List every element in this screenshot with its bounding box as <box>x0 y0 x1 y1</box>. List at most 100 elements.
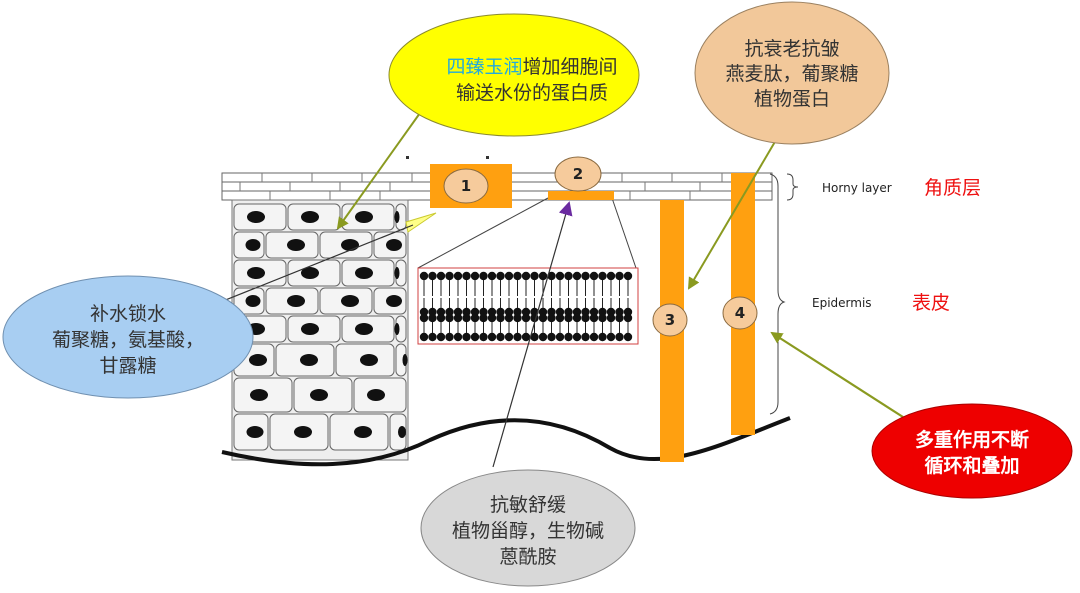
lipid-head <box>521 332 531 342</box>
lipid-head <box>564 307 573 317</box>
arrow-gray-to-marker-2 <box>492 201 573 468</box>
lipid-head <box>479 332 488 342</box>
lipid-head <box>513 313 522 323</box>
arrow-blue-to-marker-1 <box>405 212 437 233</box>
lipid-head <box>530 332 539 342</box>
tan-bubble-line1: 抗衰老抗皱 <box>744 38 839 60</box>
lipid-head <box>462 313 471 323</box>
lipid-head <box>564 313 573 323</box>
lipid-head <box>598 307 607 317</box>
lipid-head <box>445 271 454 281</box>
lipid-head <box>538 332 548 342</box>
cell-nucleus <box>247 267 265 279</box>
lipid-head <box>453 332 463 342</box>
lipid-head <box>615 307 624 317</box>
marker-1-label: 1 <box>461 177 471 195</box>
blue-bubble-line2: 葡聚糖，氨基酸， <box>52 329 204 351</box>
lipid-head <box>470 307 480 317</box>
lipid-head <box>428 313 437 323</box>
lipid-head <box>453 271 463 281</box>
dermis-boundary <box>221 416 791 467</box>
lipid-head <box>606 313 616 323</box>
arrow-red-to-marker-4 <box>770 331 904 418</box>
lipid-head <box>581 307 590 317</box>
lipid-head <box>470 313 480 323</box>
lipid-head <box>513 271 522 281</box>
lipid-head <box>496 313 505 323</box>
lipid-head <box>487 332 497 342</box>
cell-nucleus <box>386 239 402 251</box>
cell-nucleus <box>341 239 359 251</box>
yellow-bubble-line1: 增加细胞间 <box>523 56 618 78</box>
bubble-red: 多重作用不断 循环和叠加 <box>871 403 1073 499</box>
lipid-head <box>538 307 548 317</box>
cell-nucleus <box>301 267 319 279</box>
lipid-head <box>521 307 531 317</box>
lipid-head <box>623 332 633 342</box>
lipid-head <box>496 332 505 342</box>
cell-nucleus <box>354 426 372 438</box>
gray-bubble-line2: 植物甾醇，生物碱 <box>452 520 604 542</box>
lipid-head <box>547 271 556 281</box>
cell-nucleus <box>394 267 400 279</box>
lipid-head <box>606 307 616 317</box>
marker-structures: 1 2 3 4 <box>430 156 758 462</box>
lipid-head <box>538 313 548 323</box>
lipid-head <box>615 271 624 281</box>
lipid-head <box>453 307 463 317</box>
blue-bubble-line3: 甘露糖 <box>99 355 156 377</box>
lipid-head <box>462 271 471 281</box>
lipid-head <box>581 332 590 342</box>
lipid-head <box>598 271 607 281</box>
cell-nucleus <box>386 295 402 307</box>
lipid-head <box>428 307 437 317</box>
lipid-head <box>496 307 505 317</box>
lipid-head <box>504 271 514 281</box>
lipid-head <box>555 271 565 281</box>
lipid-head <box>504 313 514 323</box>
cell-nucleus <box>247 211 265 223</box>
lipid-head <box>504 307 514 317</box>
lipid-head <box>428 332 437 342</box>
lipid-head <box>436 313 446 323</box>
cell-nucleus <box>301 323 319 335</box>
lipid-head <box>419 271 429 281</box>
bubble-tan: 抗衰老抗皱 燕麦肽，葡聚糖 植物蛋白 <box>694 1 890 145</box>
lipid-head <box>606 271 616 281</box>
svg-text:四臻玉润增加细胞间: 四臻玉润增加细胞间 <box>446 56 617 78</box>
cell-nucleus <box>341 295 359 307</box>
tan-bubble-line2: 燕麦肽，葡聚糖 <box>725 63 858 85</box>
marker-3-label: 3 <box>665 311 675 329</box>
epidermis-cells <box>231 199 409 461</box>
yellow-bubble-line2: 输送水份的蛋白质 <box>456 82 608 104</box>
lipid-bilayer <box>417 197 639 345</box>
lipid-head <box>428 271 437 281</box>
lipid-head <box>589 307 599 317</box>
lipid-head <box>589 271 599 281</box>
lipid-head <box>572 307 582 317</box>
lipid-head <box>615 332 624 342</box>
lipid-head <box>470 332 480 342</box>
lipid-head <box>555 307 565 317</box>
cell-nucleus <box>367 389 385 401</box>
bubble-yellow: 四臻玉润增加细胞间 输送水份的蛋白质 <box>388 13 640 137</box>
pointers <box>192 112 904 468</box>
cell-nucleus <box>249 354 267 366</box>
horny-layer-label: Horny layer <box>822 181 892 195</box>
lipid-head <box>521 271 531 281</box>
cell-nucleus <box>246 426 264 438</box>
cell-nucleus <box>301 211 319 223</box>
red-bubble-line2: 循环和叠加 <box>924 454 1019 477</box>
lipid-head <box>419 332 429 342</box>
cell-nucleus <box>287 295 305 307</box>
cell-nucleus <box>398 426 406 438</box>
lipid-head <box>589 332 599 342</box>
cell-nucleus <box>310 389 328 401</box>
lipid-head <box>479 271 488 281</box>
lipid-head <box>436 271 446 281</box>
cell-nucleus <box>394 211 400 223</box>
lipid-head <box>436 307 446 317</box>
red-bubble-line1: 多重作用不断 <box>915 428 1029 451</box>
